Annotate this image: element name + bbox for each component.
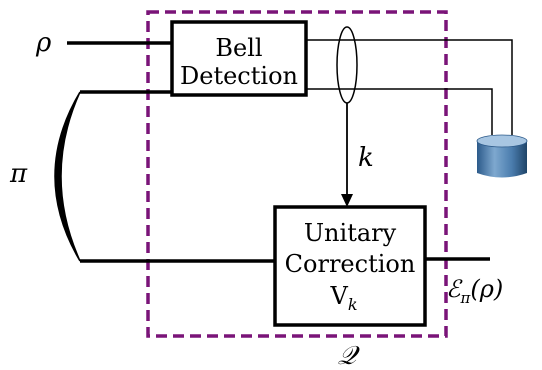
bell-output-line-1 xyxy=(306,39,513,135)
classical-outcome-label: k xyxy=(358,143,374,173)
unitary-box-line-3: Vk xyxy=(329,282,357,314)
output-channel-symbol: ℰ xyxy=(446,275,463,303)
operation-frame xyxy=(146,10,448,338)
entanglement-arc-icon xyxy=(54,91,81,262)
output-state-label: ℰπ(ρ) xyxy=(446,275,503,307)
entangled-resource-label: π xyxy=(9,159,28,189)
unitary-correction-box xyxy=(273,205,427,327)
unitary-box-line-1: Unitary xyxy=(304,219,397,247)
bell-output-line-2 xyxy=(306,88,493,135)
bell-detection-box xyxy=(170,20,308,97)
bell-box-line-1: Bell xyxy=(215,34,262,62)
outcome-grouping-ellipse xyxy=(336,26,358,104)
unitary-box-line-2: Correction xyxy=(285,250,416,278)
unitary-operator-subscript: k xyxy=(348,295,358,314)
unitary-operator-symbol: V xyxy=(329,282,348,310)
output-channel-subscript: π xyxy=(460,289,472,307)
bell-box-line-2: Detection xyxy=(180,62,298,90)
detector-cylinder-icon xyxy=(476,134,528,178)
operation-name-label: 𝒬 xyxy=(338,341,361,370)
output-channel-argument: (ρ) xyxy=(470,275,503,303)
arrow-head-icon xyxy=(341,194,353,207)
input-state-label: ρ xyxy=(35,28,52,58)
